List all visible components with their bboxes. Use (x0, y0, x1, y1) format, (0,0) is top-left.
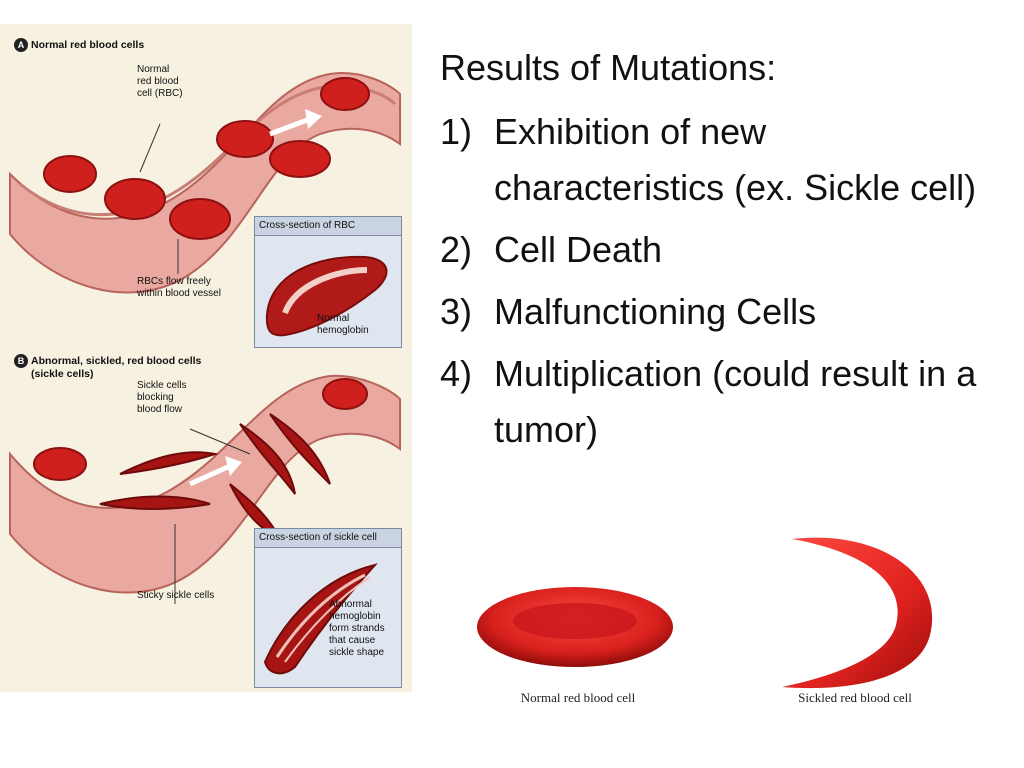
list-item: 3) Malfunctioning Cells (440, 284, 1000, 340)
normal-cell-caption: Normal red blood cell (520, 690, 636, 705)
callout-normal-rbc: Normal red blood cell (RBC) (137, 64, 183, 99)
sickle-vessel-illustration (9, 374, 401, 604)
list-text: Cell Death (494, 229, 663, 270)
rbc-cross-section-drawing (265, 255, 388, 337)
inset-rbc-cross-section: Cross-section of RBC Normal hemoglobin (254, 216, 402, 348)
rbc-cell (43, 155, 97, 193)
callout-sticky-sickle: Sticky sickle cells (137, 590, 215, 601)
rbc-cell (269, 140, 331, 178)
slide-text: Results of Mutations: 1) Exhibition of n… (440, 40, 1000, 464)
sickle-cell (119, 451, 219, 475)
rbc-cell (169, 198, 231, 240)
section-b-badge: B (14, 354, 28, 368)
section-b-title: Abnormal, sickled, red blood cells (31, 354, 202, 367)
callout-normal-hemoglobin: Normal hemoglobin (317, 313, 369, 336)
sickled-cell-caption: Sickled red blood cell (798, 690, 912, 705)
list-item: 2) Cell Death (440, 222, 1000, 278)
vessel-wall-b (9, 374, 401, 594)
callout-sickle-blocking: Sickle cells blocking blood flow (137, 380, 187, 415)
rbc-cell (320, 77, 370, 111)
inset-rbc-title: Cross-section of RBC (255, 217, 401, 236)
callout-abnormal-hemoglobin: Abnormal hemoglobin form strands that ca… (329, 599, 385, 658)
sickled-cell-image (782, 537, 933, 689)
normal-cell-image (477, 587, 673, 667)
rbc-cell (33, 447, 87, 481)
slide-heading: Results of Mutations: (440, 47, 777, 88)
section-a-badge: A (14, 38, 28, 52)
rbc-cell (104, 178, 166, 220)
blocked-flow-arrow-head (225, 456, 242, 476)
sickle-cell (99, 495, 211, 510)
section-b-subtitle: (sickle cells) (31, 368, 94, 380)
list-item: 4) Multiplication (could result in a tum… (440, 346, 1000, 458)
list-number: 3) (440, 291, 473, 332)
rbc-cell (322, 378, 368, 410)
list-text: Exhibition of new characteristics (ex. S… (494, 111, 977, 208)
list-text: Multiplication (could result in a tumor) (494, 353, 977, 450)
inset-sickle-title: Cross-section of sickle cell (255, 529, 401, 548)
blocked-flow-arrow (188, 463, 232, 487)
flow-arrow-head (305, 109, 322, 129)
sickle-cell (269, 413, 331, 485)
sickled-cell-crescent (782, 537, 933, 689)
list-number: 1) (440, 111, 473, 152)
normal-cell-dimple (513, 603, 637, 639)
list-number: 4) (440, 353, 473, 394)
callout-line (139, 123, 161, 173)
flow-arrow (269, 116, 311, 137)
section-a-title: Normal red blood cells (31, 38, 145, 51)
callout-line (189, 428, 251, 455)
list-number: 2) (440, 229, 473, 270)
list-item: 1) Exhibition of new characteristics (ex… (440, 104, 1000, 216)
sickle-cross-section-drawing (263, 563, 378, 675)
normal-vessel-illustration (9, 72, 401, 294)
inset-sickle-cross-section: Cross-section of sickle cell Abnormal he… (254, 528, 402, 688)
vessel-wall-a (9, 72, 401, 294)
rbc-cell (216, 120, 274, 158)
sickle-cell (239, 423, 296, 495)
callout-flow-freely: RBCs flow freely within blood vessel (137, 276, 221, 299)
list-text: Malfunctioning Cells (494, 291, 817, 332)
